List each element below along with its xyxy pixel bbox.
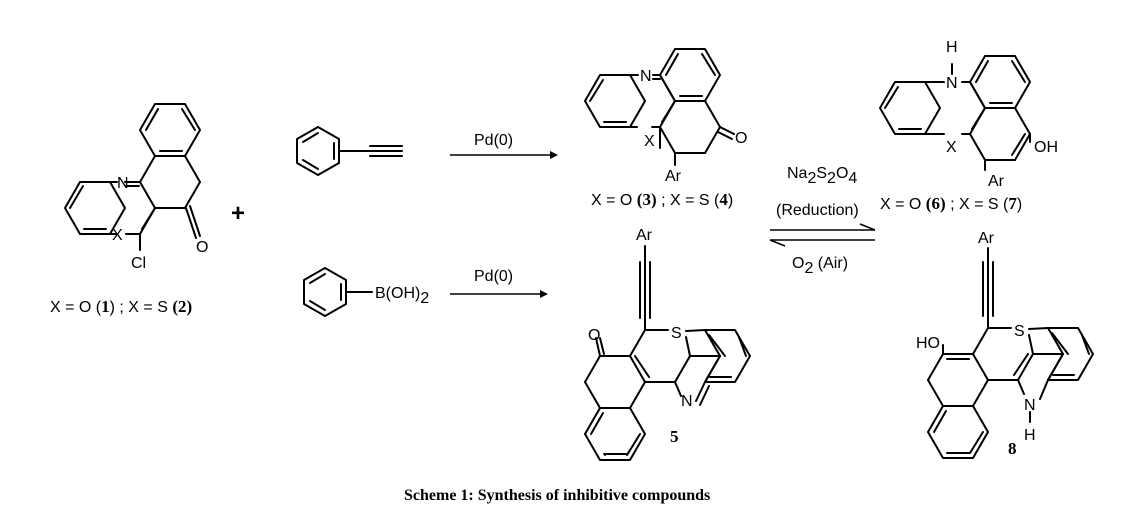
atom-X: X: [112, 227, 123, 244]
arrow-label-top: Pd(0): [474, 132, 513, 149]
atom-HO: HO: [916, 335, 940, 352]
atom-N: N: [117, 175, 129, 192]
atom-O: O: [735, 130, 747, 147]
atom-H: H: [1024, 427, 1036, 444]
compound-6-7-structure: H N X OH Ar: [879, 39, 1058, 190]
atom-S: S: [671, 325, 682, 342]
compound-1-2-caption: X = O (1) ; X = S (2): [50, 297, 192, 316]
compound-5-structure: Ar O S N 5: [584, 227, 751, 461]
compound-6-7-caption: X = O (6) ; X = S (7): [880, 194, 1022, 213]
plus-sign: +: [231, 200, 245, 227]
atom-Ar: Ar: [978, 230, 995, 247]
atom-Cl: Cl: [131, 255, 146, 272]
equilibrium-arrows: [769, 223, 876, 247]
compound-8-structure: Ar HO S N H 8: [916, 230, 1094, 459]
compound-5-number: 5: [670, 427, 679, 446]
forward-reagent: Na2S2O4: [787, 165, 857, 187]
atom-Ar: Ar: [988, 173, 1005, 190]
atom-H: H: [946, 39, 958, 56]
compound-3-4-caption: X = O (3) ; X = S (4): [591, 190, 733, 209]
atom-Ar: Ar: [636, 227, 653, 244]
phenylboronic-acid-structure: [303, 267, 373, 317]
atom-X: X: [644, 133, 655, 150]
atom-N: N: [640, 68, 652, 85]
reverse-reagent: O2 (Air): [792, 255, 848, 277]
compound-8-number: 8: [1008, 439, 1017, 458]
scheme-caption: Scheme 1: Synthesis of inhibitive compou…: [404, 487, 710, 504]
phenylacetylene-structure: [296, 126, 403, 176]
atom-N: N: [681, 393, 693, 410]
atom-N: N: [1024, 397, 1036, 414]
atom-X: X: [946, 139, 957, 156]
boronic-acid-group: B(OH)2: [375, 285, 429, 307]
atom-OH: OH: [1034, 139, 1058, 156]
compound-3-4-structure: N X O Ar: [584, 48, 747, 185]
atom-N: N: [946, 75, 958, 92]
compound-1-2-structure: N X O Cl: [64, 103, 208, 272]
atom-Ar: Ar: [665, 168, 682, 185]
arrow-label-bottom: Pd(0): [474, 268, 513, 285]
atom-O: O: [196, 239, 208, 256]
forward-note: (Reduction): [776, 202, 859, 219]
atom-S: S: [1014, 323, 1025, 340]
atom-O: O: [588, 327, 600, 344]
